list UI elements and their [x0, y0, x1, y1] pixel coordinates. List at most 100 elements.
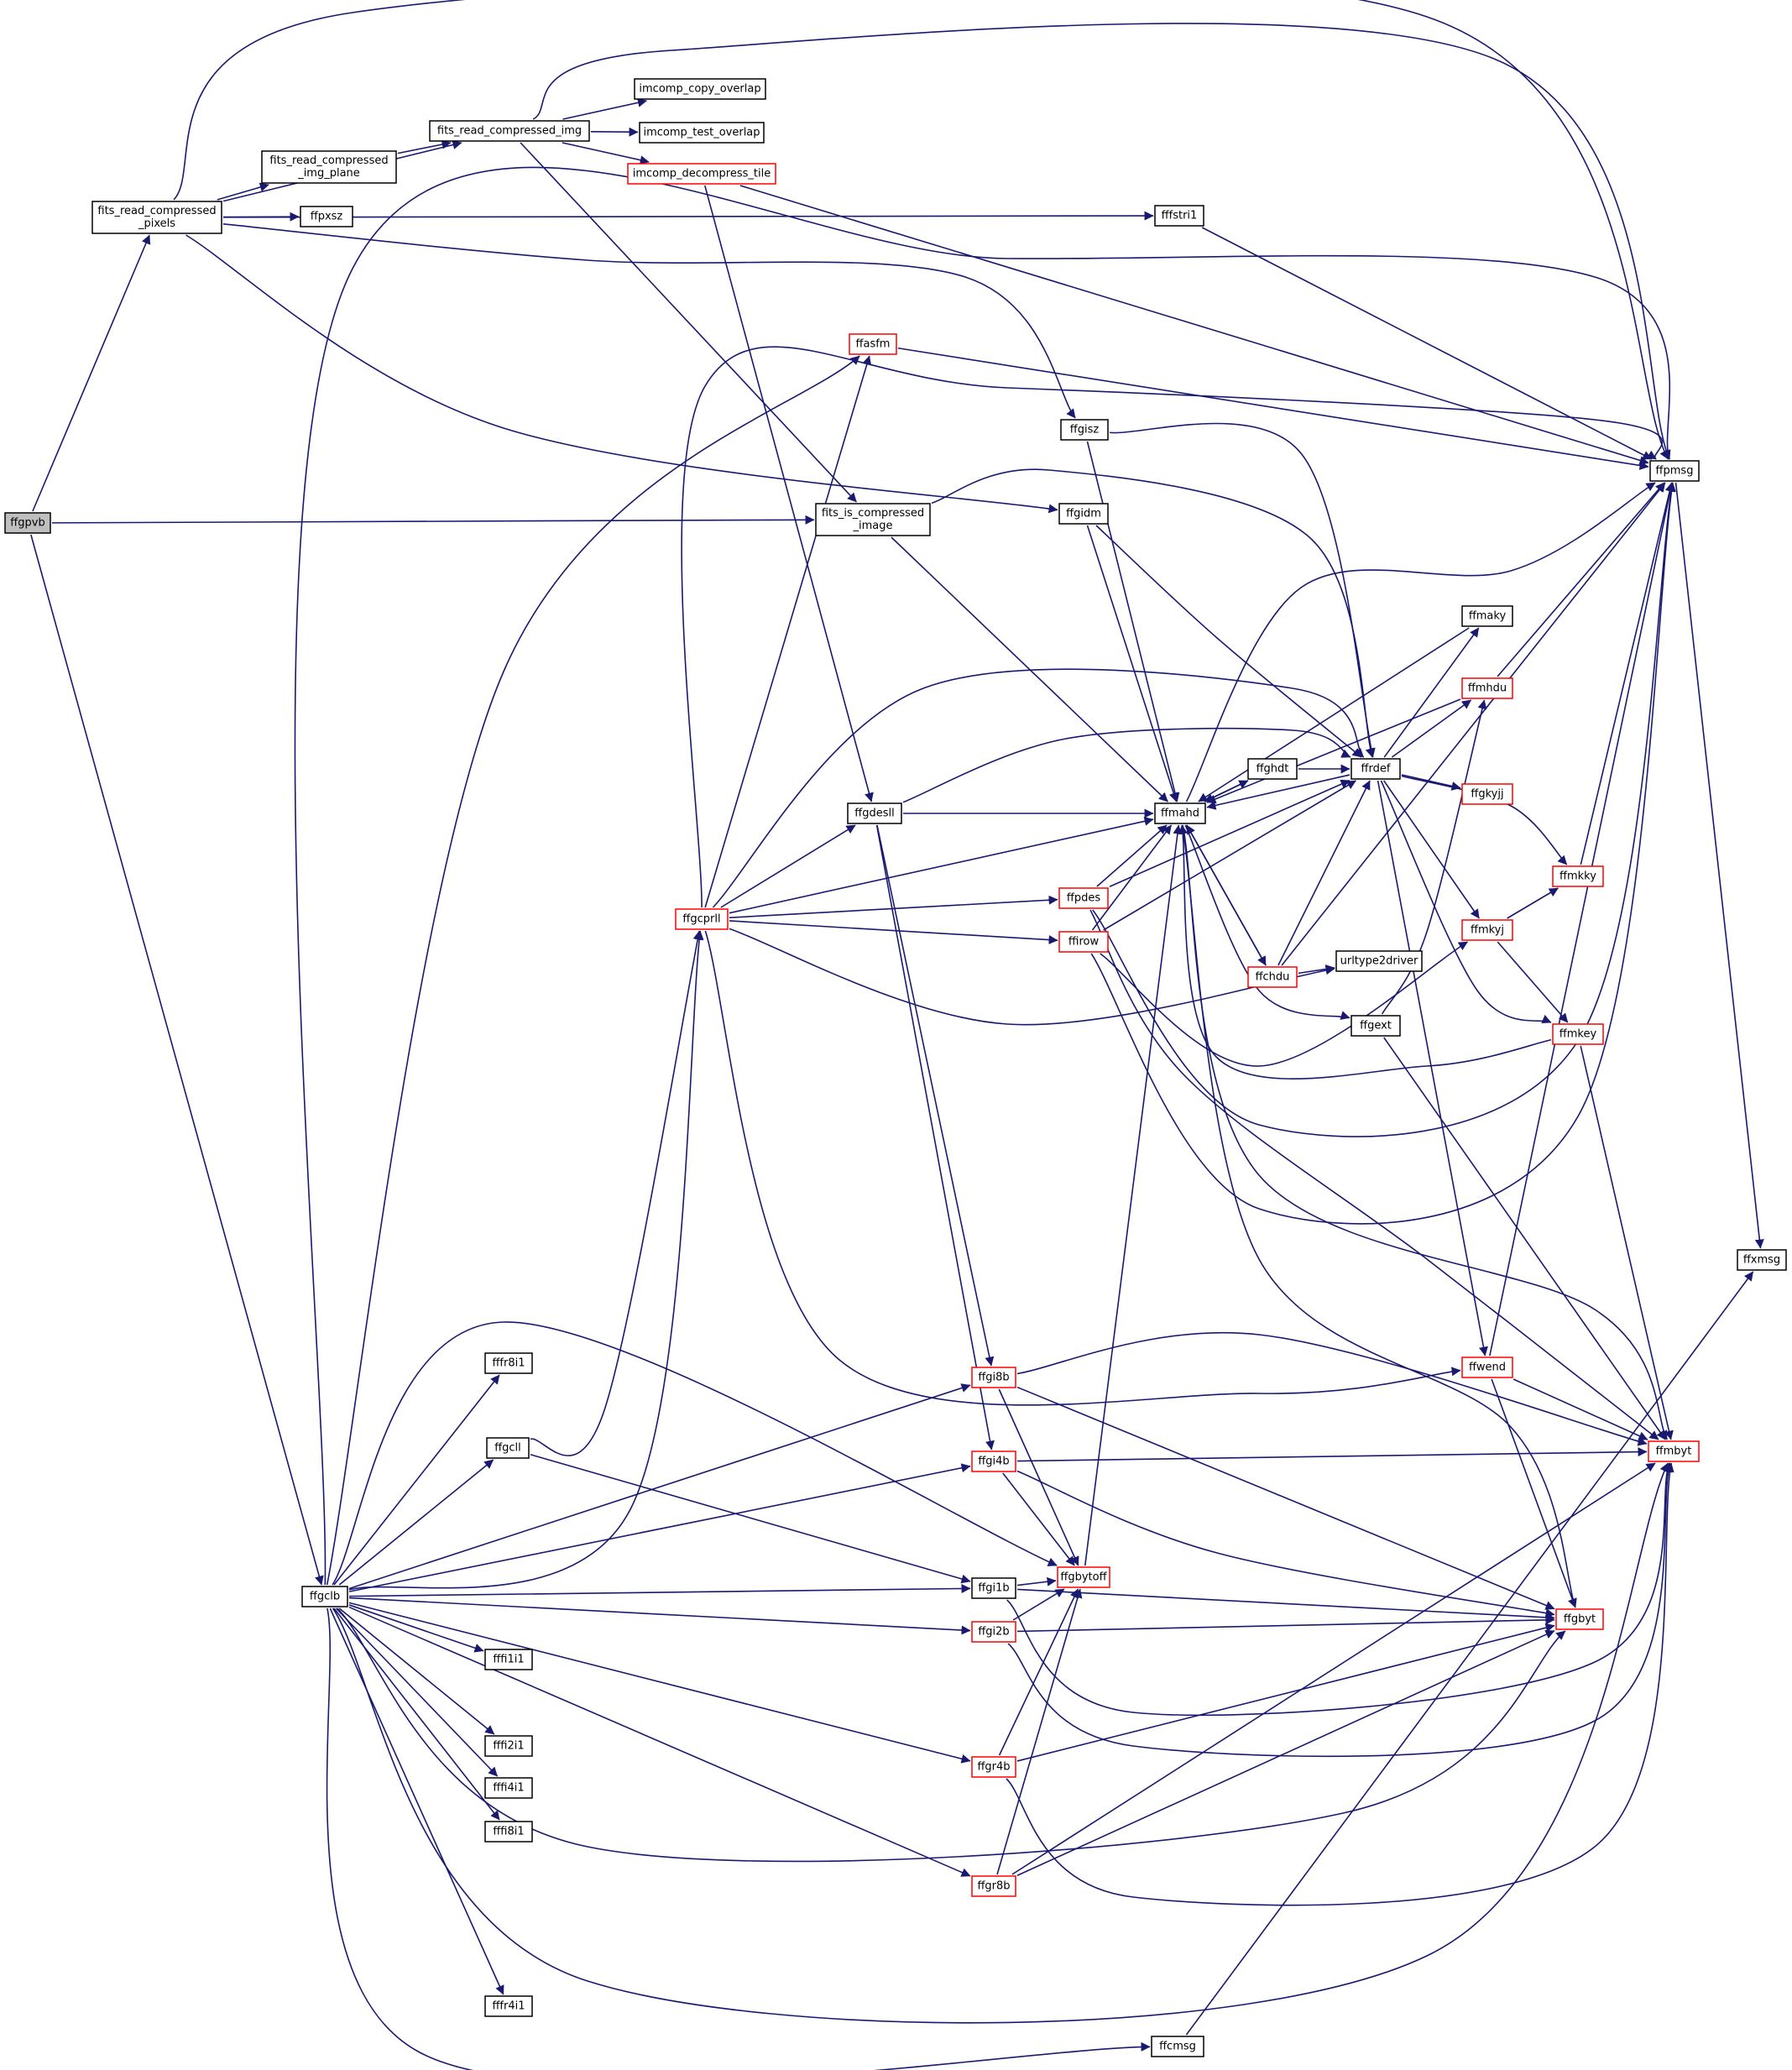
node-box [1154, 205, 1204, 227]
edge-ffgclb-to-fffi1i1 [348, 1604, 484, 1653]
node-ffpxsz[interactable]: ffpxsz [300, 206, 353, 227]
node-ffgi2b[interactable]: ffgi2b [971, 1621, 1016, 1643]
node-fffi1i1[interactable]: fffi1i1 [484, 1649, 533, 1670]
node-label: ffmkey [1560, 1028, 1597, 1041]
edge-ffgi2b-to-ffgbyt [1016, 1615, 1555, 1633]
node-label: ffpdes [1067, 892, 1100, 905]
edge-ffgclb-to-ffgcll [338, 1459, 494, 1586]
node-label: _image [853, 520, 893, 532]
node-icco[interactable]: imcomp_copy_overlap [634, 78, 766, 100]
node-fffi2i1[interactable]: fffi2i1 [484, 1735, 533, 1757]
node-icdt[interactable]: imcomp_decompress_tile [627, 163, 776, 185]
node-urltype2driver[interactable]: urltype2driver [1335, 950, 1423, 972]
node-ffgi4b[interactable]: ffgi4b [971, 1451, 1016, 1472]
node-label: ffgisz [1070, 424, 1100, 436]
node-ffirow[interactable]: ffirow [1058, 931, 1109, 953]
edge-ffrdef-to-ffmkey [1380, 780, 1552, 1024]
node-box [634, 78, 766, 100]
node-fffi4i1[interactable]: fffi4i1 [484, 1777, 533, 1799]
node-ffmaky[interactable]: ffmaky [1461, 605, 1513, 627]
node-box [1060, 419, 1109, 441]
node-ffmhdu[interactable]: ffmhdu [1461, 677, 1513, 699]
edge-ffmahd-to-ffghdt [1204, 780, 1249, 802]
edge-ffmkey-to-ffmbyt [1580, 1045, 1674, 1440]
node-fffr4i1[interactable]: fffr4i1 [484, 1995, 533, 2017]
node-ffgr8b[interactable]: ffgr8b [971, 1875, 1016, 1897]
node-fffi8i1[interactable]: fffi8i1 [484, 1821, 533, 1843]
node-ffpmsg[interactable]: ffpmsg [1649, 460, 1700, 482]
node-ffwend[interactable]: ffwend [1461, 1356, 1513, 1378]
node-ffgcprll[interactable]: ffgcprll [675, 908, 729, 930]
node-ffxmsg[interactable]: ffxmsg [1737, 1249, 1787, 1271]
node-ffgbyt[interactable]: ffgbyt [1555, 1608, 1604, 1630]
node-label: _pixels [138, 217, 175, 230]
node-ffgbytoff[interactable]: ffgbytoff [1057, 1566, 1110, 1588]
node-label: fffi2i1 [493, 1740, 524, 1753]
edge-ffgcll-to-ffgi1b [530, 1454, 971, 1584]
edge-ffgidm-to-ffrdef [1095, 525, 1362, 758]
edge-ffgext-to-ffmbyt [1383, 1037, 1666, 1440]
node-icto[interactable]: imcomp_test_overlap [639, 122, 765, 144]
node-ffmkey[interactable]: ffmkey [1552, 1023, 1604, 1045]
node-ffgidm[interactable]: ffgidm [1058, 503, 1109, 525]
node-frci[interactable]: fits_read_compressed_img [429, 120, 590, 142]
node-box [484, 1821, 533, 1843]
node-label: ffgcll [494, 1442, 521, 1455]
node-label: ffmahd [1161, 808, 1199, 820]
node-label: ffpmsg [1656, 465, 1694, 478]
edge-ffgclb-to-ffmbyt [332, 1462, 1669, 2024]
node-ffgdesll[interactable]: ffgdesll [847, 802, 902, 824]
edge-ffstri1-to-ffpmsg [1201, 227, 1653, 460]
edge-ffgr8b-to-ffgbyt [1016, 1629, 1555, 1876]
edge-ffpdes-to-ffmahd [1096, 824, 1168, 887]
node-box [1461, 1356, 1513, 1378]
node-frcp[interactable]: fits_read_compressed_pixels [91, 201, 222, 234]
node-label: ffgi1b [978, 1582, 1009, 1595]
node-frcip[interactable]: fits_read_compressed_img_plane [261, 150, 397, 184]
node-fici[interactable]: fits_is_compressed_image [815, 503, 931, 536]
node-label: ffgi4b [978, 1456, 1009, 1468]
edge-ffgclb-to-ffcmsg [326, 1607, 1151, 2070]
edge-ffgr4b-to-ffgbyt [1016, 1623, 1555, 1762]
edge-ffgclb-to-ffgbytoff [332, 1321, 1058, 1586]
node-ffmkky[interactable]: ffmkky [1552, 865, 1604, 887]
edge-ffgpvb-to-frcp [32, 234, 151, 512]
node-fffr8i1[interactable]: fffr8i1 [484, 1352, 533, 1374]
node-ffgext[interactable]: ffgext [1351, 1015, 1401, 1037]
node-label: ffgr4b [977, 1761, 1010, 1774]
node-ffchdu[interactable]: ffchdu [1247, 966, 1298, 988]
node-ffgi1b[interactable]: ffgi1b [971, 1577, 1016, 1599]
edge-ffgpvb-to-fici [51, 515, 815, 525]
node-ffcmsg[interactable]: ffcmsg [1151, 2036, 1204, 2057]
node-ffghdt[interactable]: ffghdt [1247, 758, 1298, 780]
node-box [484, 1995, 533, 2017]
node-ffmahd[interactable]: ffmahd [1154, 802, 1206, 824]
node-ffmbyt[interactable]: ffmbyt [1648, 1440, 1700, 1462]
edge-ffgclb-to-ffasfm [326, 355, 860, 1586]
node-label: ffirow [1068, 936, 1100, 949]
node-ffgcll[interactable]: ffgcll [486, 1437, 530, 1459]
edge-frci-to-fici [520, 142, 857, 503]
node-ffgisz[interactable]: ffgisz [1060, 419, 1109, 441]
edge-ffchdu-to-ffpmsg [1281, 482, 1666, 966]
node-ffpdes[interactable]: ffpdes [1058, 887, 1109, 909]
node-ffrdef[interactable]: ffrdef [1351, 758, 1401, 780]
node-ffgi8b[interactable]: ffgi8b [971, 1367, 1016, 1388]
node-ffstri1[interactable]: fffstri1 [1154, 205, 1204, 227]
edge-ffgclb-to-fffr4i1 [329, 1607, 504, 1995]
node-ffgkyjj[interactable]: ffgkyjj [1461, 783, 1513, 805]
node-label: fits_read_compressed [269, 154, 388, 167]
node-label: _img_plane [297, 167, 360, 180]
node-box [1737, 1249, 1787, 1271]
node-ffgclb[interactable]: ffgclb [301, 1586, 348, 1607]
node-ffgr4b[interactable]: ffgr4b [971, 1756, 1016, 1778]
node-label: fffi4i1 [493, 1782, 524, 1795]
node-box [627, 163, 776, 185]
edge-ffgr4b-to-ffgbytoff [998, 1588, 1079, 1756]
node-box [1335, 950, 1423, 972]
node-ffasfm[interactable]: ffasfm [849, 333, 897, 355]
call-edges [30, 0, 1764, 2070]
node-ffmkyj[interactable]: ffmkyj [1461, 919, 1513, 941]
node-ffgpvb[interactable]: ffgpvb [4, 512, 51, 534]
edge-ffmkky-to-ffpmsg [1580, 482, 1674, 865]
